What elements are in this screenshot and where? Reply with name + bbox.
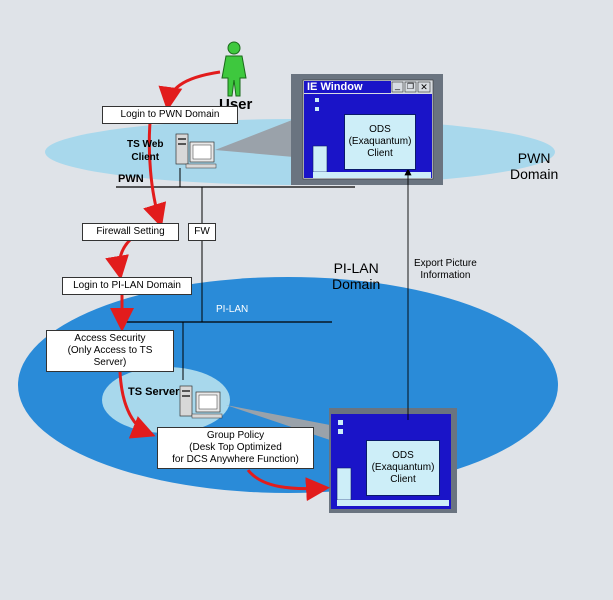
fw-box: FW — [188, 223, 216, 241]
pilan-bus-label: PI-LAN — [216, 304, 249, 315]
server-window-ods-client: ODS (Exaquantum) Client — [366, 440, 440, 496]
access-security-box: Access Security (Only Access to TS Serve… — [46, 330, 174, 372]
minimize-button[interactable]: _ — [394, 80, 400, 90]
user-to-login-arrow — [158, 70, 221, 111]
ie-window-title: IE Window — [307, 81, 363, 93]
login-pwn-domain-box: Login to PWN Domain — [102, 106, 238, 124]
ie-window-callout — [215, 115, 305, 158]
pilan-domain-label: PI-LAN Domain — [332, 260, 381, 292]
ie-window-ods-client: ODS (Exaquantum) Client — [344, 114, 416, 170]
login-to-firewall-arrow — [143, 122, 167, 228]
ts-server-label: TS Server — [128, 386, 180, 398]
export-picture-label: Export Picture Information — [414, 258, 477, 281]
group-to-server-arrow — [246, 469, 330, 502]
firewall-to-pilan-arrow — [105, 238, 132, 280]
user-icon — [221, 41, 247, 97]
ts-web-client-pc-icon — [175, 133, 217, 169]
maximize-button[interactable]: ❐ — [406, 82, 415, 91]
group-policy-box: Group Policy (Desk Top Optimized for DCS… — [157, 427, 314, 469]
pwn-bus-label: PWN — [118, 173, 144, 185]
ts-web-client-label: TS Web Client — [127, 139, 164, 163]
pwn-domain-label: PWN Domain — [510, 150, 559, 182]
access-to-group-arrow — [118, 371, 156, 439]
firewall-setting-box: Firewall Setting — [82, 223, 179, 241]
ts-server-pc-icon — [179, 385, 223, 419]
login-pilan-domain-box: Login to PI-LAN Domain — [62, 277, 192, 295]
close-button[interactable]: ✕ — [420, 82, 428, 92]
